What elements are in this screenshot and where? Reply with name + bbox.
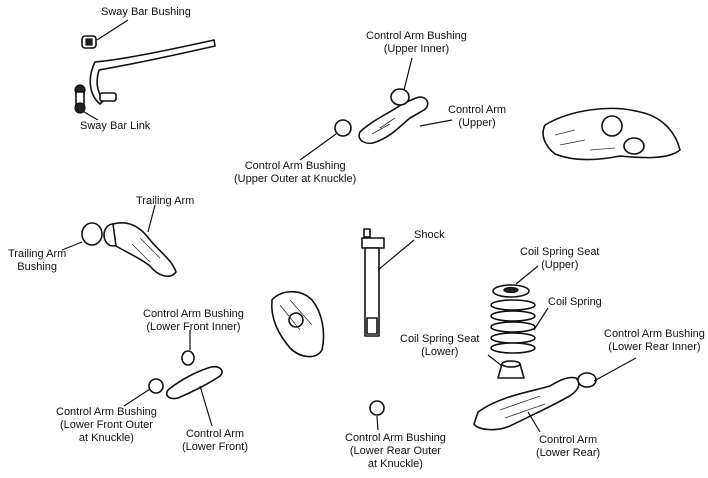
label-control-arm-upper: Control Arm (Upper) xyxy=(448,104,507,129)
label-shock: Shock xyxy=(414,229,445,241)
label-control-arm-bushing-lower-front-inner: Control Arm Bushing (Lower Front Inner) xyxy=(143,308,244,333)
sway-bar xyxy=(89,39,216,105)
label-control-arm-bushing-upper-inner: Control Arm Bushing (Upper Inner) xyxy=(366,30,467,55)
leader-lines xyxy=(61,19,637,433)
label-control-arm-bushing-lower-rear-outer: Control Arm Bushing (Lower Rear Outer at… xyxy=(345,432,446,470)
lower-rear-control-arm-part xyxy=(473,372,597,431)
coil-spring-seat-lower-part xyxy=(497,360,525,379)
sway-bar-bushing-part xyxy=(81,35,97,49)
label-trailing-arm: Trailing Arm xyxy=(136,195,195,207)
label-sway-bar-link: Sway Bar Link xyxy=(80,120,151,132)
label-control-arm-bushing-lower-front-outer: Control Arm Bushing (Lower Front Outer a… xyxy=(56,406,157,444)
shock-part xyxy=(361,228,385,337)
label-control-arm-lower-front: Control Arm (Lower Front) xyxy=(182,428,249,453)
upper-control-arm-part xyxy=(334,88,429,145)
label-sway-bar-bushing: Sway Bar Bushing xyxy=(101,6,191,18)
sway-bar-link-part xyxy=(74,84,117,114)
label-trailing-arm-bushing: Trailing Arm Bushing xyxy=(8,248,67,273)
label-coil-spring-seat-upper: Coil Spring Seat (Upper) xyxy=(520,246,600,271)
lower-rear-outer-bushing-part xyxy=(369,400,385,416)
label-control-arm-bushing-lower-rear-inner: Control Arm Bushing (Lower Rear Inner) xyxy=(604,328,705,353)
hub-knuckle-part xyxy=(542,107,681,161)
knuckle-part xyxy=(270,290,325,358)
lower-front-control-arm-part xyxy=(148,350,223,400)
label-control-arm-lower-rear: Control Arm (Lower Rear) xyxy=(536,434,601,459)
label-control-arm-bushing-upper-outer: Control Arm Bushing (Upper Outer at Knuc… xyxy=(234,160,357,185)
trailing-arm-part xyxy=(81,222,177,278)
coil-spring-part xyxy=(490,299,536,354)
coil-spring-seat-upper-part xyxy=(492,284,530,298)
label-coil-spring-seat-lower: Coil Spring Seat (Lower) xyxy=(400,333,480,358)
label-coil-spring: Coil Spring xyxy=(548,296,602,308)
